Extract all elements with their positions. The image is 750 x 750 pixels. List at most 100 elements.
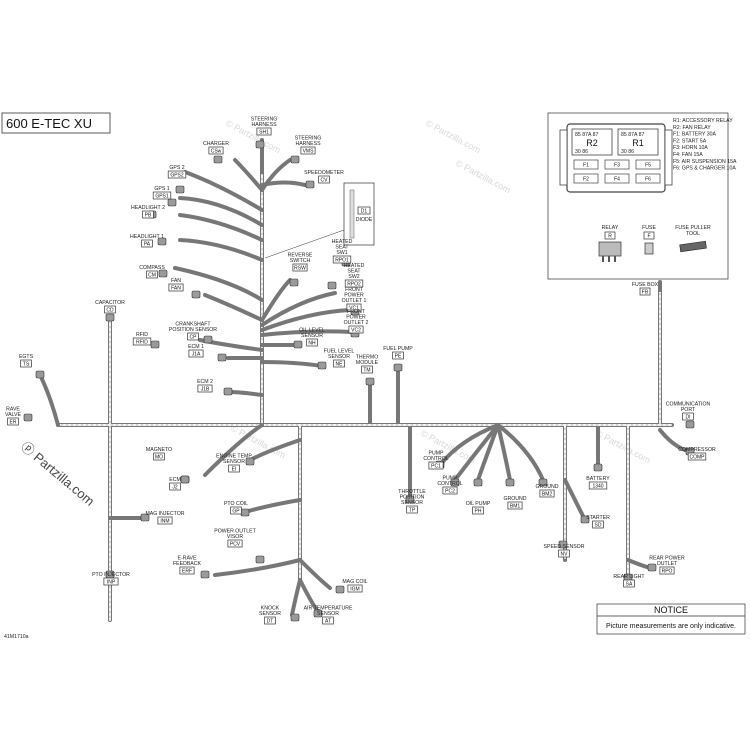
connector-plug-icon — [393, 363, 403, 372]
connector-label: PORT — [681, 407, 696, 413]
connector-code: PA — [144, 241, 151, 247]
connector-code-box — [346, 303, 362, 312]
connector-code-box — [306, 338, 318, 347]
connector-label: THERMO — [356, 354, 378, 360]
watermark-logo: ⓟ Partzilla.com — [18, 439, 97, 509]
connector-plug-icon — [335, 585, 345, 594]
connector-code: VC2 — [351, 327, 361, 333]
connector-label: MAG INJECTOR — [145, 511, 184, 517]
connector-code: AT — [325, 618, 331, 624]
connector-plug-icon — [538, 478, 548, 487]
relay-part-label: RELAY — [602, 225, 619, 231]
connector-code: SH1 — [259, 129, 269, 135]
relay-name: R2 — [586, 138, 598, 148]
connector-label: HEATED — [332, 239, 353, 245]
connector-code-box — [187, 332, 199, 341]
connector-label: PUMP — [429, 450, 445, 456]
connector-plug-icon — [558, 540, 568, 549]
connector-code-box — [659, 566, 675, 575]
notice-heading: NOTICE — [654, 605, 688, 615]
connector-code: CSw — [211, 148, 222, 154]
connector-code: PE — [395, 353, 402, 359]
connector-code: PC2 — [445, 488, 455, 494]
connector-code-box — [687, 452, 707, 461]
connector-code-box — [392, 351, 404, 360]
connector-plug-icon — [317, 361, 327, 370]
title-box — [1, 112, 111, 134]
connector-plug-icon — [293, 340, 303, 349]
connector-code: VMS — [303, 148, 315, 154]
connector-code: CD — [106, 307, 114, 313]
connector-label: PTO COIL — [224, 501, 248, 507]
connector-code-box — [292, 263, 308, 272]
connector-plug-icon — [505, 478, 515, 487]
connector-code: CM — [148, 272, 156, 278]
connector-label: SENSOR — [401, 500, 423, 506]
connector-label: REAR POWER — [649, 555, 685, 561]
connector-code: DI — [686, 414, 691, 420]
connector-code-box — [230, 506, 242, 515]
connector-label: CHARGER — [203, 141, 229, 147]
connector-label: HEATED — [344, 263, 365, 269]
connector-code: INM — [160, 518, 169, 524]
diode-leader — [264, 229, 345, 259]
connector-label: VALVE — [5, 412, 21, 418]
connector-plug-icon — [405, 495, 415, 504]
connector-code-box — [179, 566, 195, 575]
connector-code: ERF — [182, 568, 192, 574]
connector-code: CV — [321, 177, 329, 183]
connector-plug-icon — [167, 198, 177, 207]
diode-label: DIODE — [356, 217, 373, 223]
fuse-box-code: FB — [642, 290, 649, 296]
connector-label: PUMP — [443, 475, 459, 481]
connector-plug-icon — [105, 313, 115, 322]
connector-label: FEEDBACK — [173, 561, 202, 567]
connector-plug-icon — [191, 290, 201, 299]
fuse-label: F4 — [614, 177, 620, 183]
diode-code: D1 — [361, 209, 368, 215]
connector-label: AIR TEMPERATURE — [304, 605, 353, 611]
connector-code-box — [361, 365, 373, 374]
connector-code-box — [103, 577, 119, 586]
watermark-text: © Partzilla.com — [454, 158, 512, 195]
legend-line: F1: BATTERY 30A — [673, 132, 716, 138]
connector-label: POWER — [346, 314, 366, 320]
connector-label: KNOCK — [261, 605, 280, 611]
watermark-text: © Partzilla.com — [424, 118, 482, 155]
connector-plug-icon — [35, 370, 45, 379]
legend-line: F6: GPS & CHARGER 10A — [673, 166, 736, 172]
connector-plug-icon — [240, 508, 250, 517]
relay-part-code-box — [604, 231, 616, 240]
connector-plug-icon — [305, 180, 315, 189]
fuse-slot — [573, 173, 599, 184]
connector-code: SA — [626, 581, 633, 587]
connector-code-box — [558, 549, 570, 558]
fuse-slot — [604, 159, 630, 170]
connector-code-box — [592, 520, 604, 529]
connector-plug-icon — [217, 353, 227, 362]
connector-label: SPEED SENSOR — [544, 544, 585, 550]
notice-box — [596, 603, 746, 635]
diode-code-box — [357, 206, 371, 215]
connector-label: SENSOR — [301, 333, 323, 339]
connector-label: FAN — [171, 278, 181, 284]
fuse-slot-f5: F5 — [635, 159, 661, 170]
connector-label: CAPACITOR — [95, 300, 125, 306]
legend-line: R1: ACCESSORY RELAY — [673, 118, 733, 124]
